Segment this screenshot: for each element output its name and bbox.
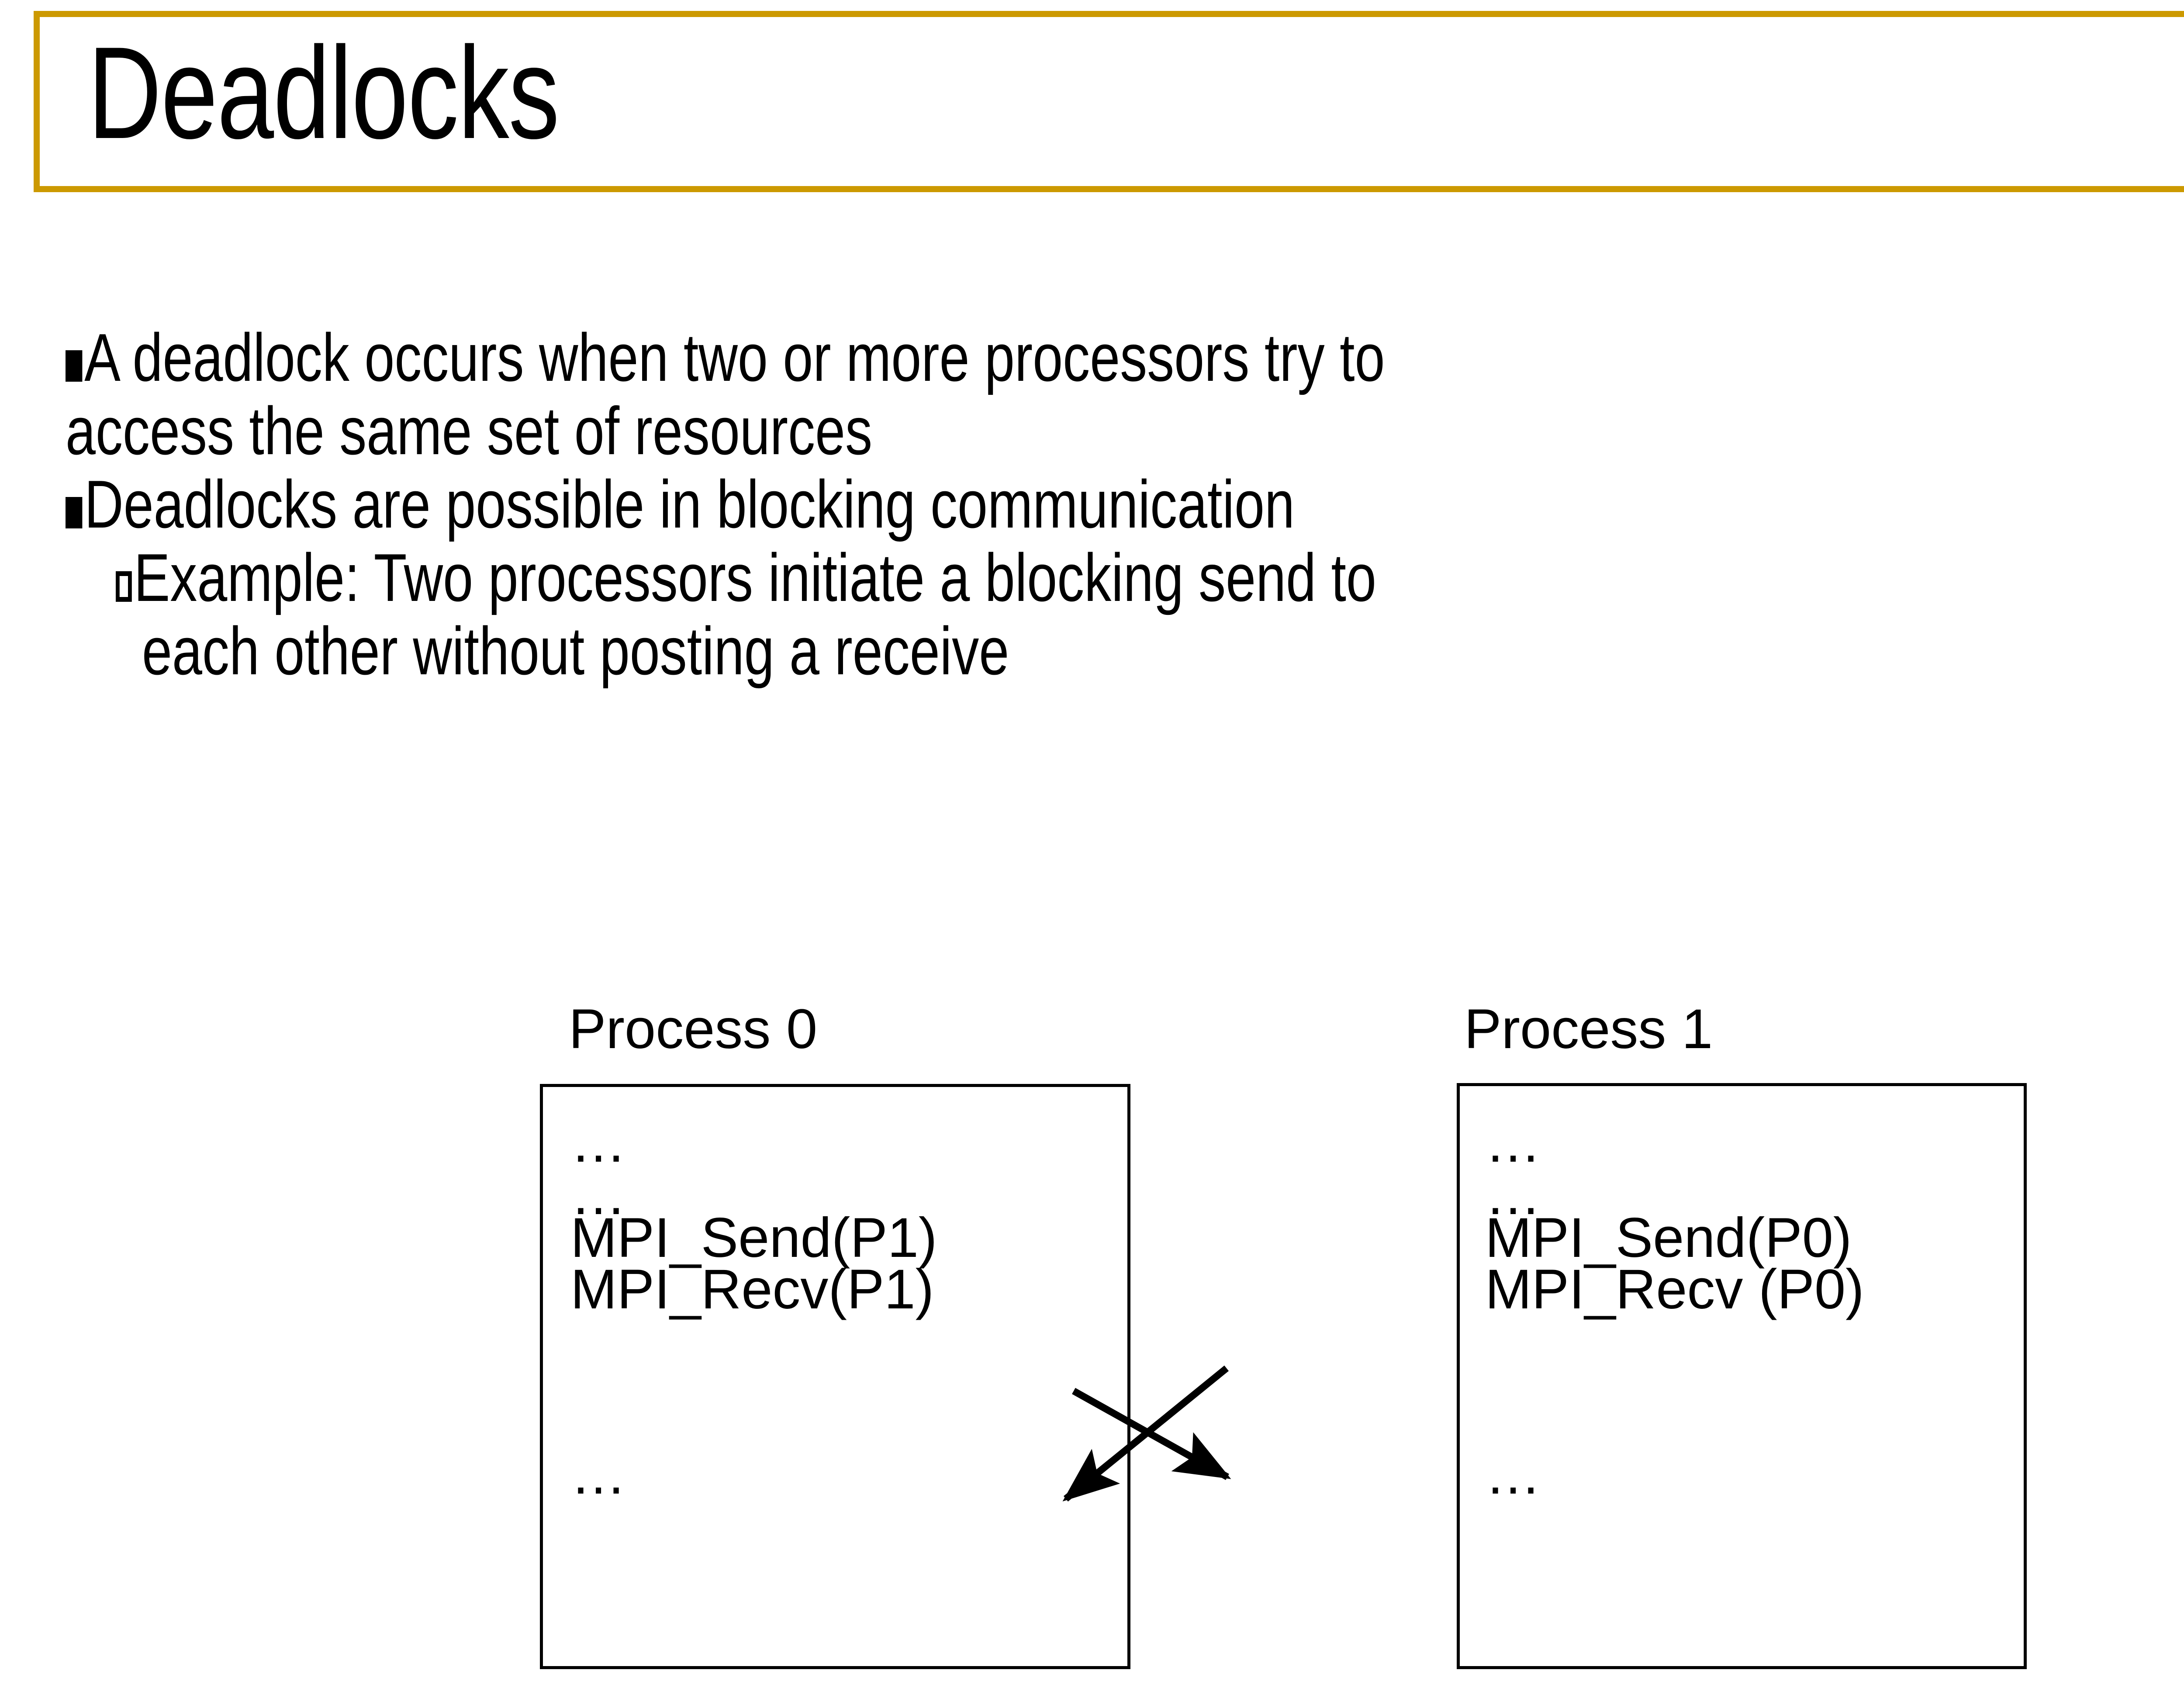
filled-square-bullet-icon: [66, 497, 83, 528]
arrow-send-p0-to-p1: [1072, 1388, 1231, 1480]
bullet-item-1: A deadlock occurs when two or more proce…: [66, 321, 1883, 394]
filled-square-bullet-icon: [66, 350, 83, 382]
process1-code-line-3: MPI_Send(P0): [1485, 1207, 1852, 1269]
bullet-item-2: Deadlocks are possible in blocking commu…: [66, 468, 1883, 541]
process0-code-line-2: …: [570, 1164, 626, 1226]
process0-code-line-4: MPI_Recv(P1): [570, 1258, 934, 1321]
process0-code-line-5: …: [570, 1443, 626, 1506]
bullet-list: A deadlock occurs when two or more proce…: [66, 321, 2184, 688]
process1-code-line-5: …: [1485, 1443, 1541, 1506]
process0-code-line-3: MPI_Send(P1): [570, 1207, 937, 1269]
process1-code-line-1: …: [1485, 1111, 1541, 1174]
arrow-send-p1-to-p0: [1062, 1365, 1229, 1502]
hollow-square-bullet-icon: [116, 571, 132, 602]
page-title: Deadlocks: [88, 19, 560, 166]
bullet-item-2-line-1: Deadlocks are possible in blocking commu…: [84, 466, 1295, 542]
bullet-item-3-line-1: Example: Two processors initiate a block…: [134, 540, 1376, 615]
process1-code-line-4: MPI_Recv (P0): [1485, 1258, 1864, 1321]
process0-code-line-1: …: [570, 1111, 626, 1174]
process1-label: Process 1: [1464, 998, 1713, 1060]
bullet-item-1-line-1: A deadlock occurs when two or more proce…: [84, 320, 1385, 395]
process0-box: [540, 1084, 1130, 1669]
bullet-item-1-continuation: access the same set of resources: [66, 394, 1883, 468]
bullet-item-3-line-2: each other without posting a receive: [142, 613, 1009, 689]
process1-box: [1457, 1083, 2027, 1669]
bullet-item-1-line-2: access the same set of resources: [66, 393, 873, 469]
bullet-item-3: Example: Two processors initiate a block…: [116, 541, 1893, 614]
process1-code-line-2: …: [1485, 1164, 1541, 1226]
title-frame: Deadlocks: [34, 11, 2184, 192]
bullet-item-3-continuation: each other without posting a receive: [142, 614, 1898, 688]
process0-label: Process 0: [569, 998, 818, 1060]
